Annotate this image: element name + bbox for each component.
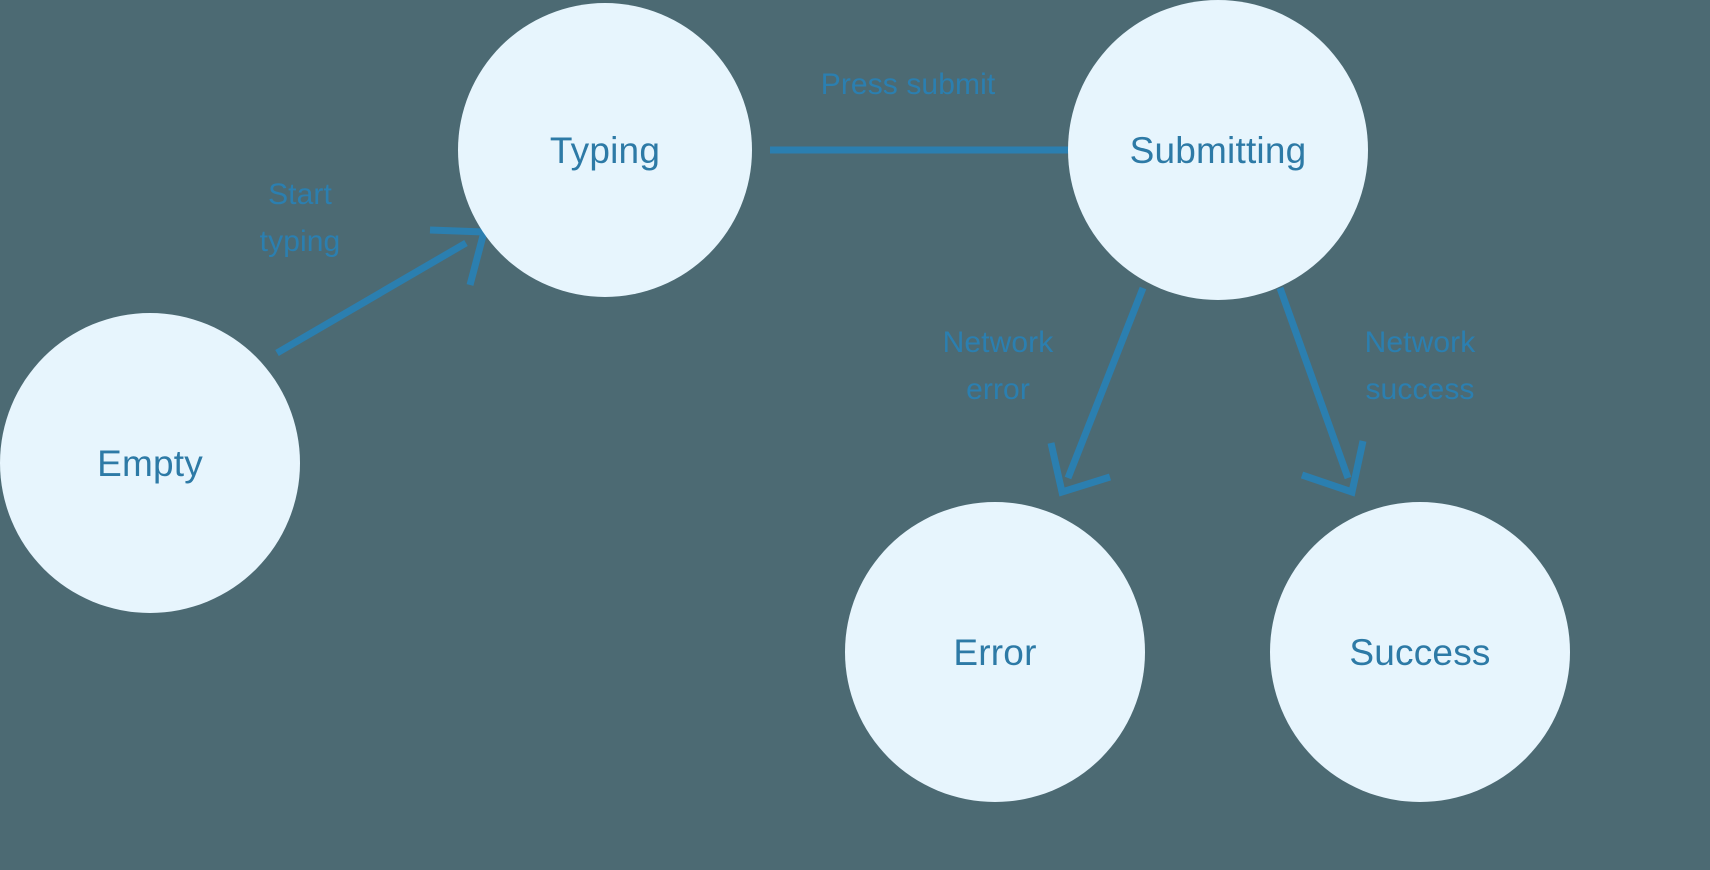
state-node-typing[interactable]: Typing — [458, 3, 752, 297]
edge-label-network-error: Network error — [942, 326, 1054, 406]
state-node-empty-label: Empty — [97, 442, 203, 484]
edge-network-success-line — [1276, 286, 1352, 480]
edge-network-error-arrowhead — [1047, 442, 1112, 497]
edge-network-error-line — [1064, 286, 1147, 480]
edge-label-network-success: Network success — [1364, 326, 1476, 406]
state-node-typing-label: Typing — [549, 129, 661, 171]
state-node-error[interactable]: Error — [845, 502, 1145, 802]
state-node-empty[interactable]: Empty — [0, 313, 300, 613]
state-node-success[interactable]: Success — [1270, 502, 1570, 802]
edge-network-success-arrowhead — [1300, 440, 1367, 497]
state-node-submitting-label: Submitting — [1129, 129, 1307, 171]
state-node-submitting[interactable]: Submitting — [1068, 0, 1368, 300]
edge-label-press-submit: Press submit — [820, 68, 996, 101]
state-node-error-label: Error — [953, 631, 1037, 673]
edge-network-error — [1047, 286, 1147, 497]
state-node-success-label: Success — [1349, 631, 1491, 673]
edge-label-start-typing: Start typing — [259, 178, 341, 258]
edge-start-typing-line — [275, 239, 468, 357]
edge-network-success — [1276, 286, 1367, 497]
